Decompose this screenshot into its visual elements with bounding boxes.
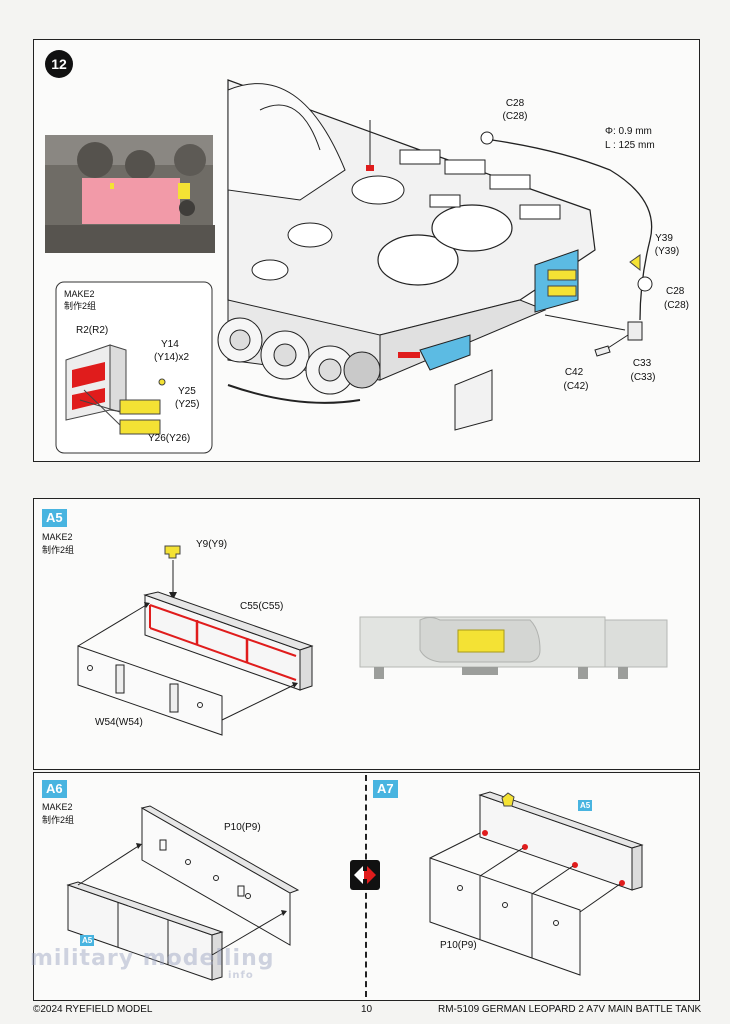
label-y25: Y25 bbox=[178, 386, 196, 397]
label-y25-alt: (Y25) bbox=[175, 399, 200, 410]
label-a6-p10: P10(P9) bbox=[224, 822, 261, 833]
a5-badge: A5 bbox=[42, 509, 67, 527]
label-c42: C42 bbox=[564, 367, 584, 378]
step-number: 12 bbox=[45, 50, 73, 78]
a5-panel bbox=[33, 498, 700, 770]
label-w54: W54(W54) bbox=[95, 717, 143, 728]
a5-make-cn: 制作2组 bbox=[42, 545, 75, 555]
label-y14: Y14 bbox=[161, 339, 179, 350]
label-a7-p10: P10(P9) bbox=[440, 940, 477, 951]
a7-sub-badge: A5 bbox=[578, 800, 593, 811]
step12-make-en: MAKE2 bbox=[64, 289, 95, 299]
label-c33: C33 bbox=[632, 358, 652, 369]
reference-photo bbox=[45, 135, 215, 253]
step12-make-cn: 制作2组 bbox=[64, 301, 97, 311]
a7-badge: A7 bbox=[373, 780, 398, 798]
label-y9: Y9(Y9) bbox=[196, 539, 228, 550]
footer-copyright: ©2024 RYEFIELD MODEL bbox=[33, 1004, 153, 1015]
footer-page-number: 10 bbox=[361, 1004, 373, 1015]
label-c28-right-alt: (C28) bbox=[664, 300, 690, 311]
label-cable-length: L : 125 mm bbox=[605, 140, 655, 151]
a5-make-en: MAKE2 bbox=[42, 532, 73, 542]
label-c55: C55(C55) bbox=[240, 601, 284, 612]
label-y39-alt: (Y39) bbox=[654, 246, 680, 257]
label-c33-alt: (C33) bbox=[630, 372, 656, 383]
a6-sub-badge: A5 bbox=[80, 935, 95, 946]
a6-make-cn: 制作2组 bbox=[42, 815, 75, 825]
label-y39: Y39 bbox=[655, 233, 673, 244]
sub-assembly-parts bbox=[65, 344, 166, 435]
label-c28-top: C28 bbox=[505, 98, 525, 109]
footer-product: RM-5109 GERMAN LEOPARD 2 A7V MAIN BATTLE… bbox=[438, 1004, 702, 1015]
a6-badge: A6 bbox=[42, 780, 67, 798]
road-wheels bbox=[217, 317, 381, 404]
label-c42-alt: (C42) bbox=[563, 381, 589, 392]
panel-divider bbox=[365, 775, 367, 997]
label-cable-diameter: Φ: 0.9 mm bbox=[605, 126, 652, 137]
watermark-logo: military modelling bbox=[30, 946, 275, 971]
label-c28-top-alt: (C28) bbox=[502, 111, 528, 122]
label-r2: R2(R2) bbox=[76, 325, 109, 336]
label-y26: Y26(Y26) bbox=[148, 433, 191, 444]
label-c28-right: C28 bbox=[666, 286, 685, 297]
rear-plates bbox=[398, 249, 579, 431]
tow-cable bbox=[366, 120, 653, 357]
label-y14-alt: (Y14)x2 bbox=[154, 352, 190, 363]
a6-make-en: MAKE2 bbox=[42, 802, 73, 812]
watermark-sub: info bbox=[228, 970, 254, 981]
